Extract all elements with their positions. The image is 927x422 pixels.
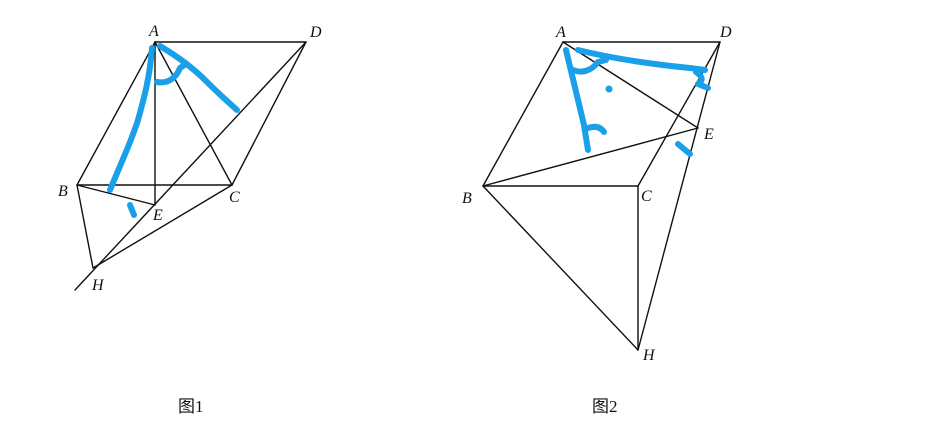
fig1-edge-BH	[76, 184, 94, 269]
fig1-ink-tick-near-E	[127, 202, 137, 218]
fig1-label-A: A	[148, 23, 159, 40]
fig1-edge-AB	[76, 41, 156, 186]
fig2-ink-stroke-A-to-D	[575, 47, 708, 73]
fig1-ink-stroke-A-to-C	[157, 43, 240, 113]
figure-1-edges	[74, 41, 307, 291]
fig2-label-H: H	[642, 347, 656, 364]
fig1-ink-right-angle-mark	[154, 61, 189, 86]
fig2-edge-BH	[482, 185, 639, 351]
fig1-label-H: H	[91, 277, 105, 294]
fig2-edge-DH	[637, 41, 721, 351]
figure-1-labels: A D B C E H	[58, 23, 322, 294]
figure-2-handwritten-marks	[563, 47, 711, 157]
fig2-edge-DC	[637, 41, 721, 187]
fig1-edge-DC	[231, 41, 307, 186]
fig1-label-B: B	[58, 183, 68, 200]
fig2-edge-AE	[562, 41, 699, 129]
fig2-label-C: C	[641, 188, 652, 205]
fig1-edge-CH	[92, 184, 233, 269]
fig2-caption: 图2	[592, 397, 618, 416]
fig2-ink-right-angle-top	[570, 57, 609, 75]
fig2-label-A: A	[555, 24, 566, 41]
fig2-label-D: D	[719, 24, 732, 41]
fig2-ink-tick-near-E	[675, 141, 693, 157]
fig2-ink-stroke-A-down	[563, 47, 591, 153]
figure-2-edges	[482, 41, 721, 351]
fig2-label-E: E	[703, 126, 714, 143]
fig2-ink-dot	[605, 85, 613, 93]
figure-1: A D B C E H 图1	[58, 23, 322, 416]
figure-2: A D E B C H 图2	[462, 24, 732, 416]
fig1-label-C: C	[229, 189, 240, 206]
fig2-edge-BE	[482, 127, 699, 187]
fig1-ink-stroke-A-to-B	[107, 45, 155, 193]
figure-1-handwritten-marks	[107, 43, 240, 218]
fig1-edge-DH-extended	[74, 41, 307, 291]
fig1-label-E: E	[152, 207, 163, 224]
fig2-ink-right-angle-lower	[585, 123, 607, 135]
fig1-caption: 图1	[178, 397, 204, 416]
fig2-label-B: B	[462, 190, 472, 207]
fig2-edge-AB	[482, 41, 564, 187]
fig1-label-D: D	[309, 24, 322, 41]
fig1-edge-AC	[154, 41, 233, 186]
figure-2-labels: A D E B C H	[462, 24, 732, 364]
fig2-ink-mark-near-D	[693, 69, 711, 91]
fig1-edge-BE	[76, 184, 156, 206]
